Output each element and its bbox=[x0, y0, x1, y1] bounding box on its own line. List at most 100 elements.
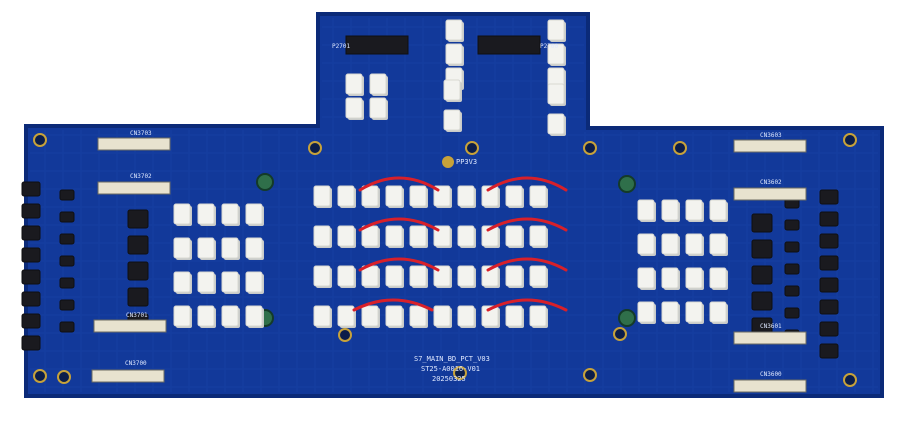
chip bbox=[59, 255, 75, 267]
relay-array bbox=[173, 19, 728, 328]
relay bbox=[197, 203, 215, 225]
chip bbox=[59, 211, 75, 223]
relay bbox=[313, 265, 331, 287]
chip bbox=[751, 213, 773, 233]
relay bbox=[685, 301, 703, 323]
chip bbox=[751, 291, 773, 311]
connector-cn3602: CN3602 bbox=[733, 179, 807, 201]
relay bbox=[197, 305, 215, 327]
relay bbox=[173, 271, 191, 293]
relay bbox=[481, 225, 499, 247]
relay bbox=[505, 225, 523, 247]
relay bbox=[457, 305, 475, 327]
mounting-hole bbox=[453, 366, 467, 380]
red-wire bbox=[358, 217, 440, 232]
relay bbox=[173, 305, 191, 327]
part-number: ST25-A0016-V01 bbox=[421, 365, 480, 373]
chip bbox=[819, 277, 839, 293]
fiducial bbox=[618, 175, 636, 193]
chip bbox=[819, 211, 839, 227]
relay bbox=[547, 19, 565, 41]
relay bbox=[505, 265, 523, 287]
chip bbox=[819, 299, 839, 315]
relay bbox=[433, 305, 451, 327]
mounting-hole bbox=[33, 369, 47, 383]
chip bbox=[21, 269, 41, 285]
relay bbox=[529, 225, 547, 247]
mounting-holes bbox=[33, 133, 857, 387]
test-point: PP3V3 bbox=[442, 156, 477, 168]
relay bbox=[443, 79, 461, 101]
chip bbox=[784, 307, 800, 319]
chip bbox=[784, 219, 800, 231]
connector-label: CN3700 bbox=[125, 360, 147, 367]
red-wire bbox=[352, 298, 434, 312]
relay bbox=[313, 305, 331, 327]
chip-array bbox=[21, 181, 839, 359]
chip bbox=[21, 335, 41, 351]
fiducial bbox=[256, 173, 274, 191]
mounting-hole bbox=[308, 141, 322, 155]
chip bbox=[21, 181, 41, 197]
relay bbox=[709, 199, 727, 221]
relay bbox=[245, 237, 263, 259]
relay bbox=[457, 265, 475, 287]
mounting-hole bbox=[843, 373, 857, 387]
red-wire bbox=[486, 217, 568, 232]
chip bbox=[751, 265, 773, 285]
connector-cn3603: CN3603 bbox=[733, 132, 807, 153]
red-wire bbox=[486, 176, 568, 192]
test-point-label: PP3V3 bbox=[456, 158, 477, 166]
relay bbox=[337, 185, 355, 207]
relay bbox=[529, 265, 547, 287]
header-label: P2700 bbox=[540, 43, 558, 50]
relay bbox=[313, 225, 331, 247]
header-p2700: P2700 bbox=[477, 35, 558, 55]
connector-label: CN3701 bbox=[126, 312, 148, 319]
chip bbox=[21, 247, 41, 263]
relay bbox=[547, 83, 565, 105]
mounting-hole bbox=[673, 141, 687, 155]
chip bbox=[127, 287, 149, 307]
mounting-hole bbox=[57, 370, 71, 384]
chip bbox=[59, 277, 75, 289]
relay bbox=[709, 233, 727, 255]
fiducial bbox=[618, 309, 636, 327]
relay bbox=[481, 185, 499, 207]
red-wire bbox=[486, 298, 568, 312]
chip bbox=[21, 225, 41, 241]
chip bbox=[784, 263, 800, 275]
relay bbox=[345, 97, 363, 119]
relay bbox=[445, 43, 463, 65]
connector-cn3600: CN3600 bbox=[733, 371, 807, 393]
chip bbox=[784, 285, 800, 297]
chip bbox=[127, 261, 149, 281]
pcb-board bbox=[24, 12, 884, 398]
relay bbox=[637, 233, 655, 255]
relay bbox=[445, 19, 463, 41]
relay bbox=[409, 225, 427, 247]
relay bbox=[221, 271, 239, 293]
chip bbox=[819, 343, 839, 359]
relay bbox=[457, 185, 475, 207]
relay bbox=[221, 203, 239, 225]
relay bbox=[443, 109, 461, 131]
chip bbox=[59, 233, 75, 245]
relay bbox=[547, 43, 565, 65]
chip bbox=[59, 321, 75, 333]
relay bbox=[685, 267, 703, 289]
relay bbox=[337, 305, 355, 327]
chip bbox=[819, 321, 839, 337]
connector-cn3703: CN3703 bbox=[97, 130, 171, 151]
chip bbox=[819, 189, 839, 205]
relay bbox=[529, 185, 547, 207]
chip bbox=[21, 291, 41, 307]
mounting-hole bbox=[583, 141, 597, 155]
board-name: S7_MAIN_BD_PCT_V03 bbox=[414, 355, 490, 363]
relay bbox=[637, 301, 655, 323]
chip bbox=[59, 189, 75, 201]
mounting-hole bbox=[613, 327, 627, 341]
relay bbox=[505, 305, 523, 327]
relay bbox=[547, 113, 565, 135]
relay bbox=[709, 301, 727, 323]
